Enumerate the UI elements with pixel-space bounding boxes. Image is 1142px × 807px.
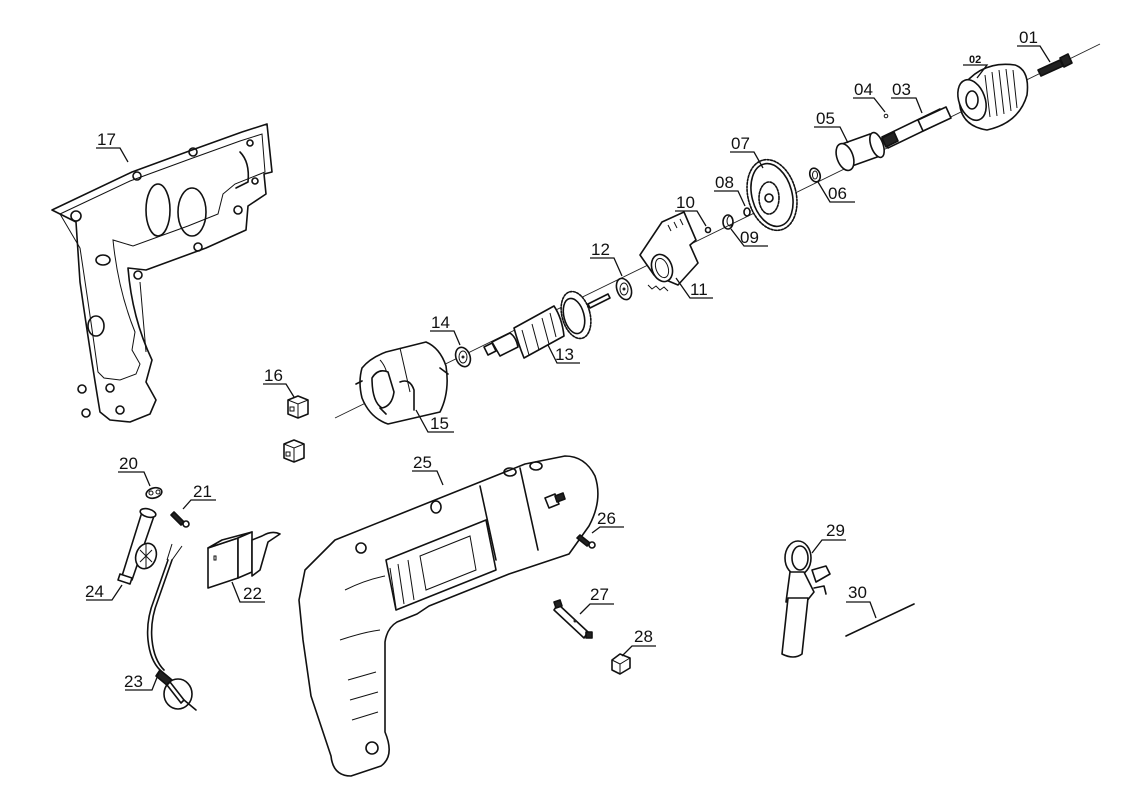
callout-20: 20 (118, 454, 151, 487)
part-11-bearing-plate (639, 211, 699, 292)
part-30-depth-rod (845, 603, 915, 637)
label-11: 11 (690, 280, 708, 299)
callout-05: 05 (814, 109, 849, 144)
part-26-screw (576, 534, 596, 549)
part-01-screw (1020, 53, 1073, 85)
label-30: 30 (848, 583, 867, 602)
callout-30: 30 (846, 583, 877, 619)
callout-24: 24 (85, 582, 123, 601)
label-22: 22 (243, 584, 262, 603)
label-17: 17 (97, 130, 116, 149)
callout-25: 25 (412, 453, 444, 486)
label-13: 13 (555, 345, 574, 364)
part-04-ball (883, 113, 889, 119)
part-17-housing-half (51, 123, 273, 423)
part-27-switch-lever (553, 599, 593, 639)
part-05-bushing (835, 131, 885, 172)
callout-17: 17 (96, 130, 129, 163)
part-12-bearing (615, 277, 633, 301)
callout-11: 11 (675, 277, 713, 299)
label-05: 05 (816, 109, 835, 128)
label-02: 02 (969, 54, 981, 66)
callout-28: 28 (621, 627, 656, 657)
label-27: 27 (590, 585, 609, 604)
callout-03: 03 (891, 80, 923, 114)
label-20: 20 (119, 454, 138, 473)
part-21-screw (170, 511, 190, 528)
callout-21: 21 (182, 482, 216, 510)
part-09-spring (722, 214, 734, 230)
label-29: 29 (826, 521, 845, 540)
part-28-slide-knob (611, 653, 631, 675)
label-16: 16 (264, 366, 283, 385)
callout-04: 04 (853, 80, 886, 113)
callout-27: 27 (579, 585, 614, 615)
callout-01: 01 (1017, 28, 1051, 63)
part-16-brush-holders (283, 395, 309, 463)
callout-29: 29 (811, 521, 846, 554)
callout-10: 10 (675, 193, 707, 227)
label-08: 08 (715, 173, 734, 192)
label-23: 23 (124, 672, 143, 691)
label-09: 09 (740, 228, 759, 247)
part-10-ball (704, 226, 712, 234)
part-07-gear (746, 158, 798, 232)
label-24: 24 (85, 582, 104, 601)
callout-26: 26 (591, 509, 624, 534)
part-20-cable-clamp (145, 486, 163, 500)
callout-14: 14 (430, 313, 461, 346)
callout-23: 23 (124, 669, 161, 691)
part-08-ring (743, 207, 751, 217)
part-22-switch (207, 531, 281, 589)
label-01: 01 (1019, 28, 1038, 47)
label-07: 07 (731, 134, 750, 153)
callout-02: 02 (963, 54, 989, 79)
part-06-washer (808, 167, 822, 183)
callout-16: 16 (263, 366, 295, 398)
part-03-spindle (881, 106, 952, 149)
callout-15: 15 (415, 409, 454, 433)
callout-07: 07 (730, 134, 764, 169)
label-06: 06 (828, 184, 847, 203)
part-13-armature (483, 290, 611, 359)
part-25-drill-housing (298, 455, 599, 777)
label-03: 03 (892, 80, 911, 99)
label-26: 26 (597, 509, 616, 528)
callout-08: 08 (714, 173, 746, 207)
callout-12: 12 (590, 240, 623, 277)
label-28: 28 (634, 627, 653, 646)
part-02-chuck (957, 63, 1029, 131)
label-14: 14 (431, 313, 450, 332)
part-29-auxiliary-handle (781, 540, 831, 658)
callout-06: 06 (817, 181, 855, 203)
label-25: 25 (413, 453, 432, 472)
part-23-power-cord (146, 543, 197, 711)
part-15-stator (355, 341, 449, 425)
label-12: 12 (591, 240, 610, 259)
callout-13: 13 (547, 344, 580, 364)
part-24-cable-sleeve (117, 507, 158, 585)
label-21: 21 (193, 482, 212, 501)
label-15: 15 (430, 414, 449, 433)
callout-22: 22 (231, 581, 265, 603)
part-14-bearing (454, 346, 472, 368)
label-04: 04 (854, 80, 873, 99)
label-10: 10 (676, 193, 695, 212)
callout-09: 09 (730, 228, 768, 247)
